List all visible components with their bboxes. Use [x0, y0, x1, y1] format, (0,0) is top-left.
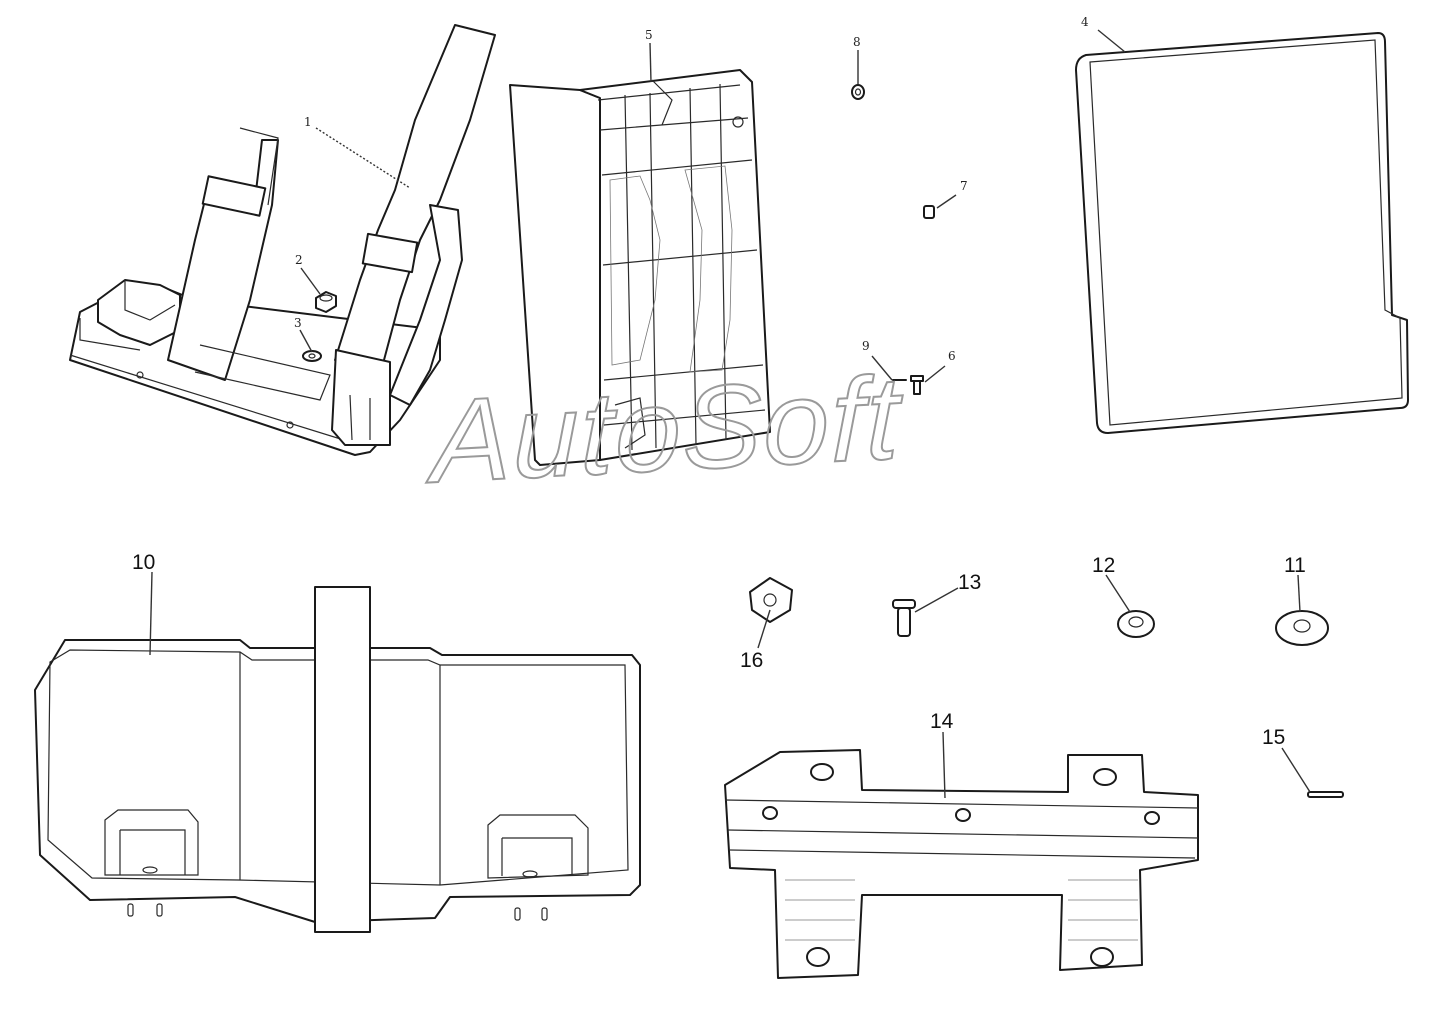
callout-12: 12 — [1092, 554, 1115, 577]
part-13-bolt — [892, 599, 916, 637]
part-1-battery-tray-with-straps — [69, 24, 496, 456]
callout-9: 9 — [862, 339, 870, 353]
callout-3: 3 — [294, 316, 302, 330]
part-15-pin — [1307, 791, 1344, 798]
part-8-small-washer — [851, 84, 865, 100]
callout-16: 16 — [740, 649, 763, 672]
part-6-bolt — [910, 375, 924, 395]
callout-10: 10 — [132, 551, 155, 574]
part-4-cover-panel — [1075, 32, 1409, 434]
autosoft-watermark: AutoSoft — [425, 351, 904, 510]
callout-7: 7 — [960, 179, 968, 193]
callout-11: 11 — [1284, 554, 1306, 577]
callout-labels: 1 2 3 4 5 6 7 8 9 10 11 12 13 14 15 16 — [132, 15, 1306, 749]
part-10-battery-tray-base — [34, 586, 641, 933]
callout-8: 8 — [853, 35, 861, 49]
svg-text:AutoSoft: AutoSoft — [426, 352, 903, 509]
leader-lines — [149, 29, 1311, 799]
callout-4: 4 — [1081, 15, 1089, 29]
part-16-cage-nut — [749, 577, 793, 623]
callout-13: 13 — [958, 571, 981, 594]
callout-1: 1 — [304, 115, 312, 129]
part-11-washer — [1275, 610, 1329, 646]
part-3-washer — [302, 350, 322, 362]
callout-14: 14 — [930, 710, 954, 733]
callout-2: 2 — [295, 253, 303, 267]
part-5-battery-cover — [509, 69, 771, 466]
part-7-small-nut — [923, 205, 935, 219]
callout-15: 15 — [1262, 726, 1285, 749]
part-12-flange-nut — [1117, 610, 1155, 638]
callout-6: 6 — [948, 349, 956, 363]
part-2-nut — [315, 291, 337, 313]
part-14-mounting-bracket — [724, 749, 1199, 979]
callout-5: 5 — [645, 28, 653, 42]
